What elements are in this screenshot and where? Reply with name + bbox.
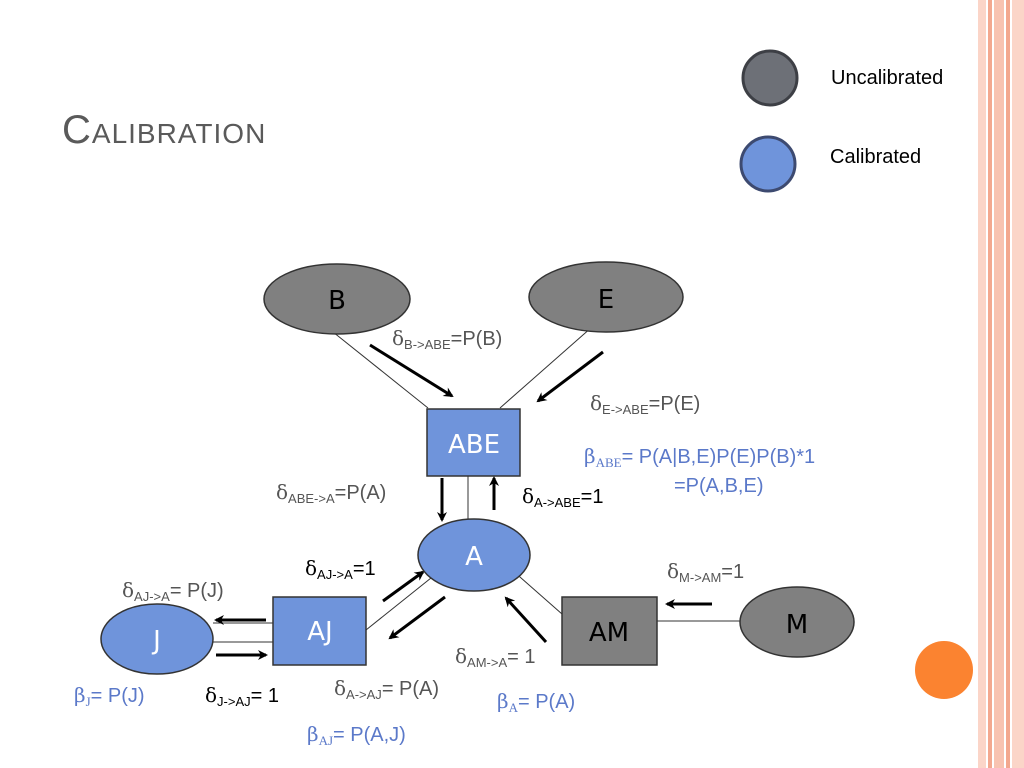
delta-aj-a-label: δAJ->A=1 bbox=[305, 556, 376, 582]
node-j-label: J bbox=[151, 626, 161, 656]
beta-abe-label: βABE= P(A|B,E)P(E)P(B)*1 bbox=[584, 444, 816, 470]
accent-circle bbox=[915, 641, 973, 699]
node-aj-label: AJ bbox=[307, 617, 332, 647]
beta-j-label: βJ= P(J) bbox=[74, 683, 145, 709]
node-am: AM bbox=[561, 596, 658, 666]
arrow-e-to-abe bbox=[536, 350, 604, 403]
arrow-aj-to-a bbox=[382, 570, 425, 603]
beta-abe-result-label: =P(A,B,E) bbox=[674, 475, 764, 497]
message-arrows bbox=[214, 343, 712, 660]
edges bbox=[213, 326, 742, 643]
arrow-b-to-abe bbox=[369, 343, 454, 398]
beta-a-label: βA= P(A) bbox=[497, 689, 576, 715]
delta-aj-a-left-label: δAJ->A= P(J) bbox=[122, 578, 224, 604]
decorative-stripe-1 bbox=[978, 0, 986, 768]
delta-am-a-label: δAM->A= 1 bbox=[455, 644, 536, 670]
node-aj: AJ bbox=[272, 596, 367, 666]
node-b-label: B bbox=[328, 286, 346, 316]
slide-title: Calibration bbox=[62, 108, 267, 152]
delta-j-aj-label: δJ->AJ= 1 bbox=[205, 683, 279, 709]
delta-b-abe-label: δB->ABE=P(B) bbox=[392, 326, 503, 352]
node-b: B bbox=[263, 263, 411, 335]
arrow-am-to-a bbox=[504, 596, 548, 644]
node-e-label: E bbox=[598, 285, 614, 315]
delta-a-abe-label: δA->ABE=1 bbox=[522, 484, 604, 510]
decorative-stripe-3 bbox=[994, 0, 1004, 768]
decorative-stripe-5 bbox=[1012, 0, 1024, 768]
legend-calibrated-swatch bbox=[739, 135, 797, 193]
node-m: M bbox=[739, 586, 855, 658]
legend-uncalibrated-label: Uncalibrated bbox=[831, 67, 944, 89]
legend-calibrated-label: Calibrated bbox=[830, 146, 922, 168]
delta-e-abe-label: δE->ABE=P(E) bbox=[590, 391, 701, 417]
node-abe-label: ABE bbox=[448, 430, 500, 460]
legend-uncalibrated-swatch bbox=[741, 49, 799, 107]
decorative-stripe-4 bbox=[1006, 0, 1010, 768]
node-a: A bbox=[417, 518, 531, 592]
node-m-label: M bbox=[786, 610, 808, 640]
delta-m-am-label: δM->AM=1 bbox=[667, 559, 745, 585]
node-j: J bbox=[100, 603, 214, 675]
arrow-a-to-aj bbox=[388, 595, 446, 640]
node-e: E bbox=[528, 261, 684, 333]
node-a-label: A bbox=[465, 542, 483, 572]
node-abe: ABE bbox=[426, 408, 521, 477]
node-am-label: AM bbox=[589, 618, 629, 648]
decorative-stripe-2 bbox=[988, 0, 992, 768]
delta-abe-a-label: δABE->A=P(A) bbox=[276, 480, 387, 506]
beta-aj-label: βAJ= P(A,J) bbox=[307, 722, 406, 748]
delta-a-aj-label: δA->AJ= P(A) bbox=[334, 676, 440, 702]
